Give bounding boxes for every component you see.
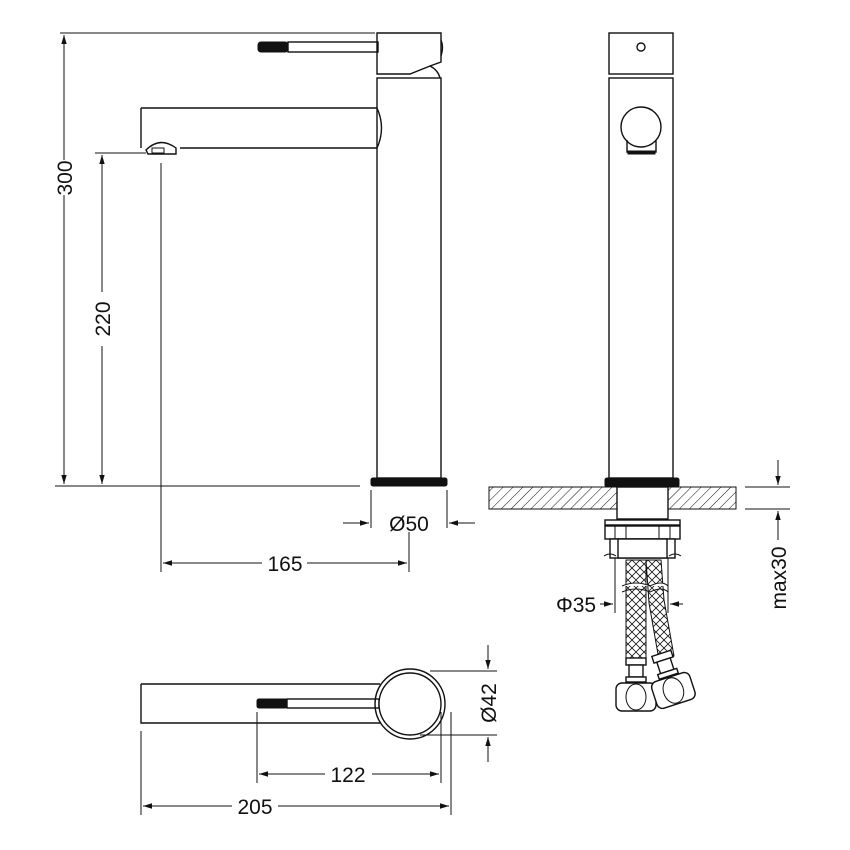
fixing-nut [604, 525, 681, 540]
aerator [145, 141, 177, 155]
front-base-ring [604, 477, 680, 488]
lever-handle-top-tip [256, 698, 288, 709]
body-top-inner [378, 672, 442, 736]
spout [140, 107, 383, 149]
hose-right [645, 559, 675, 661]
hose-nut-right [650, 671, 696, 710]
deck-left [488, 486, 618, 510]
dim-total-height: 300 [54, 160, 77, 195]
dim-spout-height: 220 [92, 301, 115, 336]
dim-mount-hole: Φ35 [556, 594, 596, 617]
body-top-outer [374, 668, 446, 740]
lever-handle-bar [287, 41, 379, 53]
dim-handle-length: 122 [330, 764, 365, 787]
base-ring [370, 477, 448, 487]
indicator-dot [636, 42, 646, 52]
deck-right [667, 486, 737, 510]
spout-end [620, 106, 662, 148]
installation-detail: Φ35 max30 [488, 460, 791, 712]
dim-max-deck-thickness: max30 [768, 546, 791, 609]
lever-handle-top-bar [286, 698, 380, 709]
dim-body-diameter-top: Ø42 [478, 683, 501, 723]
dim-spout-reach: 165 [267, 553, 302, 576]
hose-nut-left [615, 682, 657, 712]
hose-left [625, 559, 647, 661]
mixer-body [376, 77, 442, 479]
dim-overall-length: 205 [237, 796, 272, 819]
front-cartridge-block [608, 32, 674, 75]
lever-handle-tip [257, 41, 289, 53]
top-view: Ø42 122 205 [140, 645, 501, 819]
front-body [608, 77, 674, 479]
front-view [604, 32, 680, 488]
lever-cartridge-block [376, 32, 442, 75]
spout-top [140, 683, 380, 724]
side-view: 300 220 Ø50 165 [54, 32, 475, 576]
dim-base-diameter: Ø50 [389, 513, 429, 536]
